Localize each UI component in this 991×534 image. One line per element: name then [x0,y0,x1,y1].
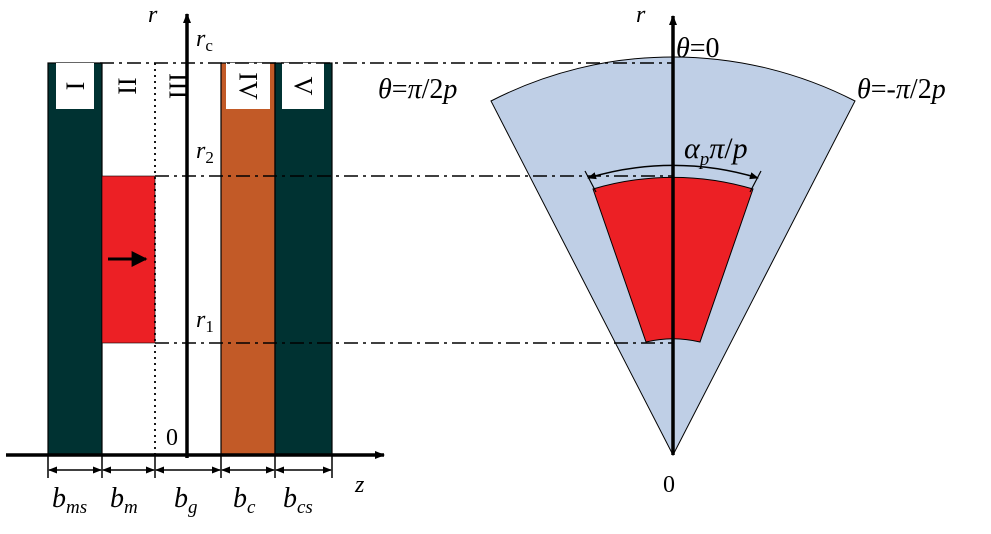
r1-base: r [196,307,206,333]
pole-arc-tick-left [584,170,597,193]
bm-label: bm [110,483,138,518]
theta-left-pi: π [408,74,423,105]
region-i-label: I [61,82,90,91]
pole-arc-tick-right [749,170,762,193]
region-v-label: V [289,77,318,96]
theta-right-p: p [930,74,946,105]
r1-label: r1 [196,307,214,336]
bc-base: b [233,483,247,514]
r2-label: r2 [196,138,214,167]
rc-sub: c [205,36,213,55]
arc-pi: π [709,132,725,165]
alpha-sym: α [684,132,701,165]
theta-right-label: θ=-π/2p [857,74,946,105]
projection-lines [100,62,673,344]
bms-sub: ms [66,497,87,518]
region-iv-label-box [226,63,270,109]
bm-sub: m [124,497,138,518]
bg-label: bg [174,483,198,518]
pole-arc-label: αpπ/p [684,132,748,170]
region-iv-coil [220,62,276,456]
left-origin-label: 0 [166,425,178,451]
rc-label: rc [196,26,213,55]
bg-sub: g [188,497,198,518]
r2-base: r [196,138,206,164]
alpha-sub: p [698,149,710,170]
bcs-label: bcs [283,483,313,518]
theta-left-sym: θ [378,74,392,105]
r2-sub: 2 [205,148,214,167]
theta-right-pi: π [896,74,911,105]
bms-base: b [52,483,66,514]
right-origin-label: 0 [663,472,675,498]
arc-slash: / [724,132,733,165]
left-z-axis-label: z [354,472,365,498]
region-i-rotor-core [47,62,103,456]
theta-right-sym: θ [857,74,871,105]
region-ii-label: II [113,77,142,94]
theta-left-eq: = [392,74,408,105]
bcs-sub: cs [297,497,313,518]
bc-sub: c [247,497,256,518]
region-i-label-box [56,63,94,109]
pole-arc-dimension [587,164,759,180]
r1-sub: 1 [205,317,214,336]
theta-zero-label: θ=0 [676,33,720,64]
left-r-axis-label: r [148,2,158,28]
arc-p: p [731,132,748,165]
sector-view: r 0 θ=0 θ=π/2p θ=-π/2p αpπ/p [378,2,946,498]
bcs-base: b [283,483,297,514]
theta-zero-sym: θ [676,33,690,64]
region-v-label-box [282,63,324,109]
bg-base: b [174,483,188,514]
bc-label: bc [233,483,256,518]
theta-right-den: /2 [910,74,932,105]
theta-left-p: p [441,74,457,105]
bms-label: bms [52,483,87,518]
theta-zero-rest: =0 [690,33,720,64]
region-v-stator-core [274,62,333,456]
axial-section: I II III IV V r z 0 rc r2 r1 [6,2,385,518]
theta-left-den: /2 [422,74,444,105]
width-dimensions [47,455,333,478]
rc-base: r [196,26,206,52]
bm-base: b [110,483,124,514]
theta-left-label: θ=π/2p [378,74,457,105]
right-r-axis-label: r [636,2,646,28]
theta-right-eq: =- [871,74,896,105]
region-iv-label: IV [234,72,263,100]
